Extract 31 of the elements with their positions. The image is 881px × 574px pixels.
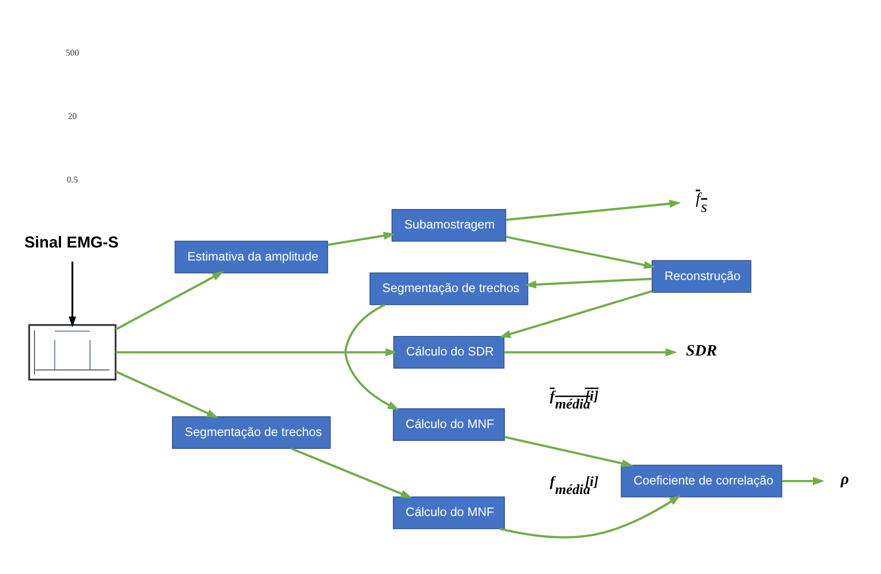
node-box: Cálculo do SDR: [393, 336, 504, 368]
arrow: [115, 270, 224, 330]
node-box: Segmentação de trechos: [370, 272, 528, 305]
arrow: [504, 435, 634, 467]
node-box: Reconstrução: [652, 260, 752, 292]
arrow: [782, 476, 824, 485]
node-box: Subamostragem: [392, 208, 506, 242]
arrow: [327, 231, 396, 246]
arrow: [290, 446, 412, 498]
arrow: [524, 277, 652, 288]
node-box: Estimativa da amplitude: [174, 240, 328, 273]
arrow: [115, 370, 218, 418]
node-picture: [28, 324, 116, 380]
arrow: [504, 348, 678, 356]
arrow: [499, 290, 652, 338]
label: 500: [66, 47, 79, 58]
label: 0.5: [66, 174, 78, 184]
node-text: ρ: [840, 470, 849, 488]
arrow: [116, 348, 397, 356]
arrow: [506, 199, 681, 220]
node-text: Sinal EMG-S: [24, 234, 119, 252]
label: 20: [68, 110, 77, 121]
node-box: Cálculo do MNF: [392, 408, 505, 440]
arrow: [344, 303, 400, 410]
arrow: [68, 261, 76, 327]
node-box: Segmentação de trechos: [172, 416, 331, 448]
arrow: [499, 494, 681, 538]
node-box: Coeficiente de correlação: [620, 464, 782, 497]
node-text: SDR: [686, 342, 717, 359]
arrow: [506, 235, 656, 268]
node-box: Cálculo do MNF: [392, 496, 505, 529]
